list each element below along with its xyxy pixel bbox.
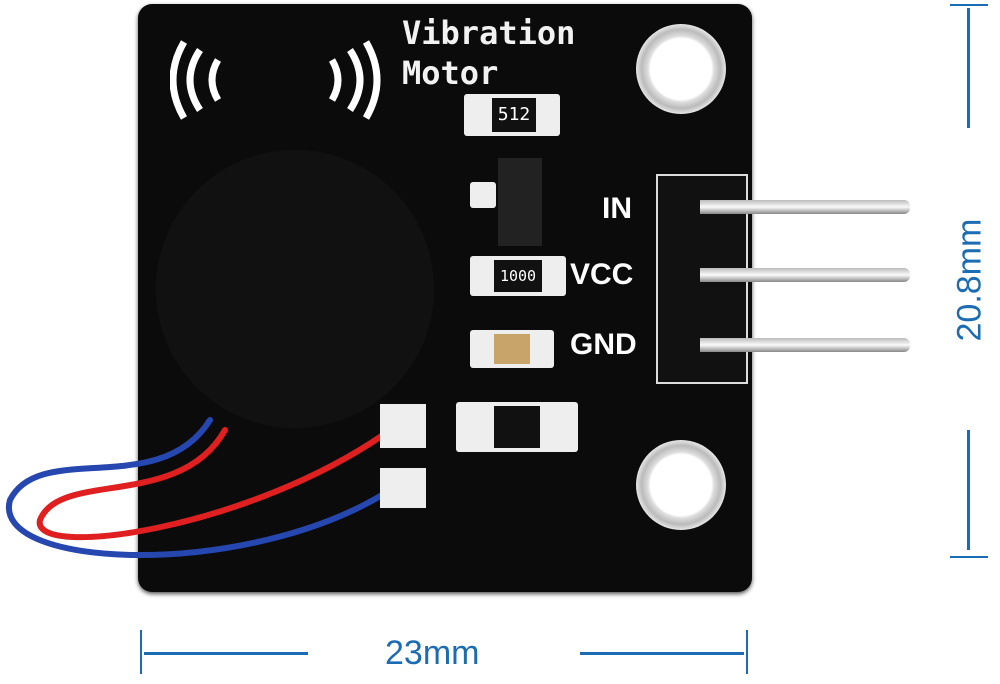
- height-tick-top: [950, 4, 988, 6]
- pin-gnd: [700, 338, 910, 352]
- pin-vcc: [700, 268, 910, 282]
- height-dimension-line-bottom: [967, 430, 970, 550]
- width-tick-right: [746, 630, 748, 674]
- vibration-waves-icon: [170, 40, 381, 120]
- transistor-pad: [470, 182, 496, 208]
- mounting-hole-top: [636, 24, 726, 114]
- height-dimension-line-top: [967, 8, 970, 128]
- width-tick-left: [140, 630, 142, 674]
- transistor-chip: [498, 158, 542, 246]
- width-dimension-line-right: [580, 652, 744, 655]
- height-tick-bottom: [950, 556, 988, 558]
- motor-wires: [5, 404, 426, 558]
- diode: [494, 406, 540, 448]
- resistor-1000: 1000: [494, 260, 542, 292]
- vibration-motor: [156, 150, 434, 428]
- width-dimension-label: 23mm: [385, 634, 480, 672]
- resistor-512: 512: [492, 98, 536, 132]
- capacitor: [494, 334, 530, 364]
- board-title-line1: Vibration: [402, 14, 576, 52]
- pin-label-in: IN: [602, 192, 632, 225]
- pin-in: [700, 200, 910, 214]
- height-dimension-label: 20.8mm: [950, 218, 989, 342]
- board-title-line2: Motor: [402, 54, 499, 92]
- pin-label-vcc: VCC: [570, 258, 634, 291]
- mounting-hole-bottom: [636, 440, 726, 530]
- pin-label-gnd: GND: [570, 328, 637, 361]
- width-dimension-line-left: [144, 652, 308, 655]
